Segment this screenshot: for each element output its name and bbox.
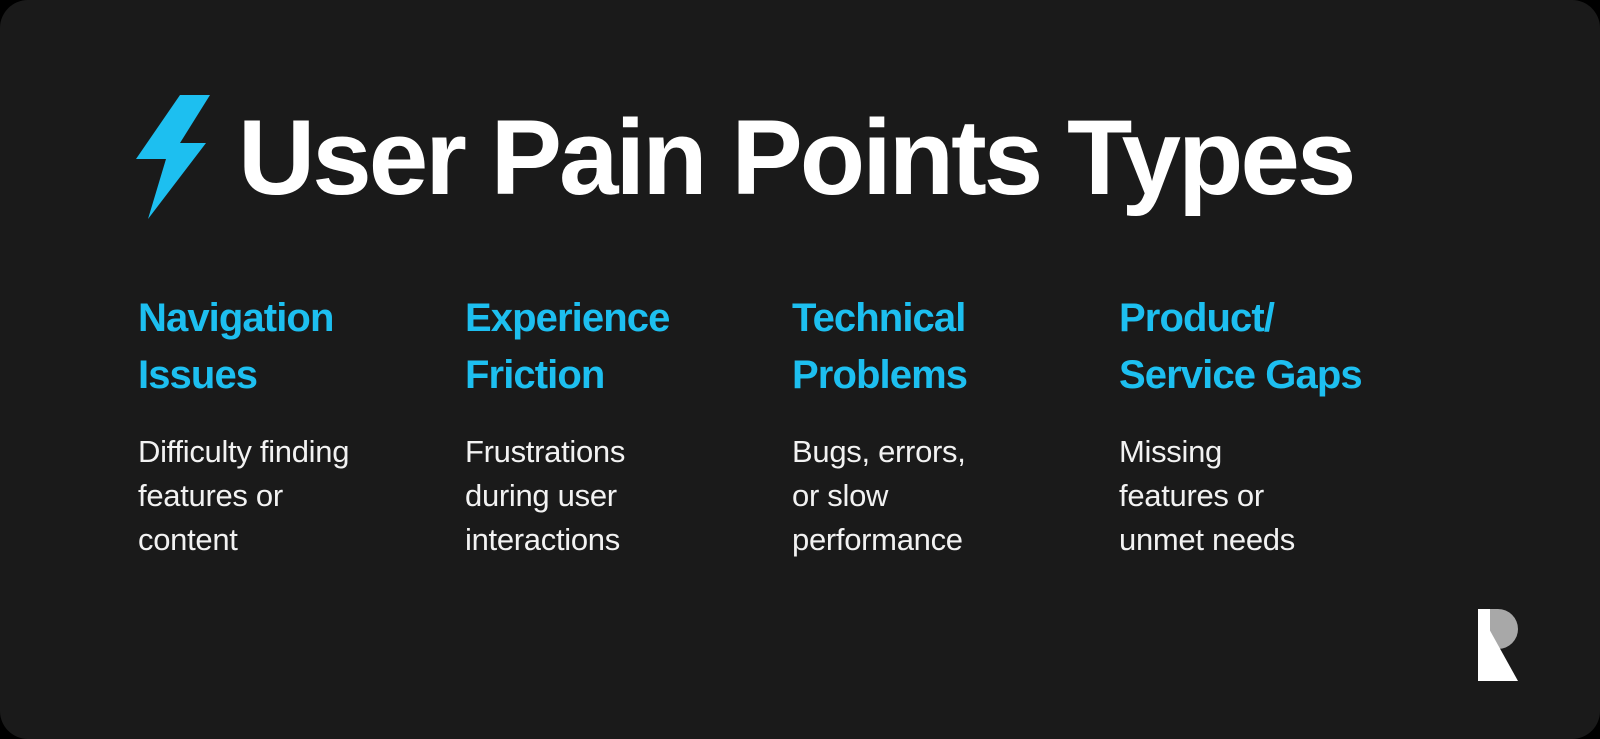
pain-point-column-navigation-issues: Navigation Issues Difficulty finding fea… (138, 290, 465, 562)
pain-point-columns: Navigation Issues Difficulty finding fea… (138, 290, 1468, 562)
column-description: Difficulty finding features or content (138, 433, 350, 557)
pain-point-column-experience-friction: Experience Friction Frustrations during … (465, 290, 792, 562)
pain-point-column-technical-problems: Technical Problems Bugs, errors, or slow… (792, 290, 1119, 562)
column-description: Bugs, errors, or slow performance (792, 433, 966, 557)
page-header: User Pain Points Types (136, 92, 1356, 222)
page-title: User Pain Points Types (238, 96, 1356, 217)
column-heading: Product/ Service Gaps (1119, 296, 1363, 397)
pain-point-column-product-service-gaps: Product/ Service Gaps Missing features o… (1119, 290, 1446, 562)
column-description: Frustrations during user interactions (465, 433, 626, 557)
column-heading: Experience Friction (465, 296, 670, 397)
lightning-bolt-icon (136, 95, 210, 219)
column-heading: Navigation Issues (138, 296, 334, 397)
column-description: Missing features or unmet needs (1119, 433, 1295, 557)
r-monogram-logo (1468, 609, 1522, 681)
column-heading: Technical Problems (792, 296, 968, 397)
